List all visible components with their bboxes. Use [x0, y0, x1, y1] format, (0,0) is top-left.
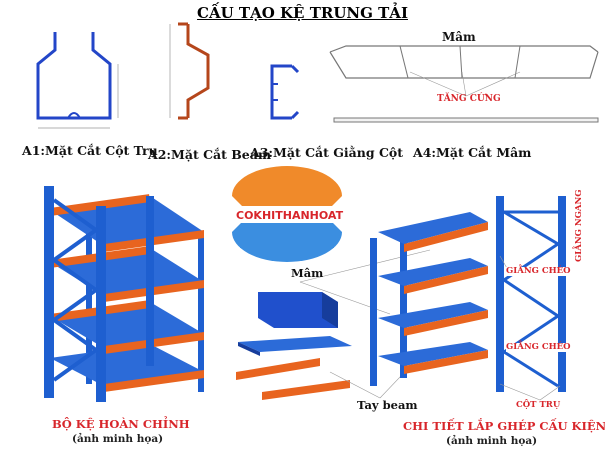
diagonal-brace-label-2: GIẰNG CHÉO — [506, 342, 571, 352]
assembly-detail-illustration — [370, 196, 566, 401]
logo-text: COKHITHANHOAT — [236, 209, 344, 223]
exploded-components — [236, 249, 431, 400]
complete-rack-caption: BỘ KỆ HOÀN CHỈNH — [52, 417, 190, 431]
page-title: CẤU TẠO KỆ TRUNG TẢI — [197, 4, 408, 22]
beam-part-label: Tay beam — [357, 398, 418, 412]
deck-part-label: Mâm — [291, 266, 324, 280]
deck-label: Mâm — [442, 30, 476, 44]
brace-profile-a3 — [270, 64, 300, 120]
section-a1-label: A1:Mặt Cắt Cột Trụ — [22, 143, 158, 158]
section-a3-label: A3:Mặt Cắt Giằng Cột — [250, 145, 404, 160]
complete-rack-illustration — [44, 186, 204, 402]
section-a2-label: A2:Mặt Cắt Beam — [148, 147, 272, 162]
column-profile-a1 — [36, 32, 119, 129]
company-logo — [232, 166, 342, 262]
stiffener-label: TĂNG CỨNG — [437, 94, 501, 104]
assembly-subcaption: (ảnh minh họa) — [446, 435, 538, 447]
beam-profile-a2 — [169, 22, 210, 120]
horizontal-brace-label: GIẰNG NGANG — [574, 189, 584, 262]
assembly-caption: CHI TIẾT LẮP GHÉP CẤU KIỆN — [403, 419, 605, 433]
section-a4-label: A4:Mặt Cắt Mâm — [413, 145, 532, 160]
deck-profile-a4 — [329, 45, 599, 123]
diagonal-brace-label-1: GIẰNG CHÉO — [506, 266, 571, 276]
complete-rack-subcaption: (ảnh minh họa) — [72, 433, 164, 445]
upright-label: CỘT TRỤ — [516, 400, 561, 410]
